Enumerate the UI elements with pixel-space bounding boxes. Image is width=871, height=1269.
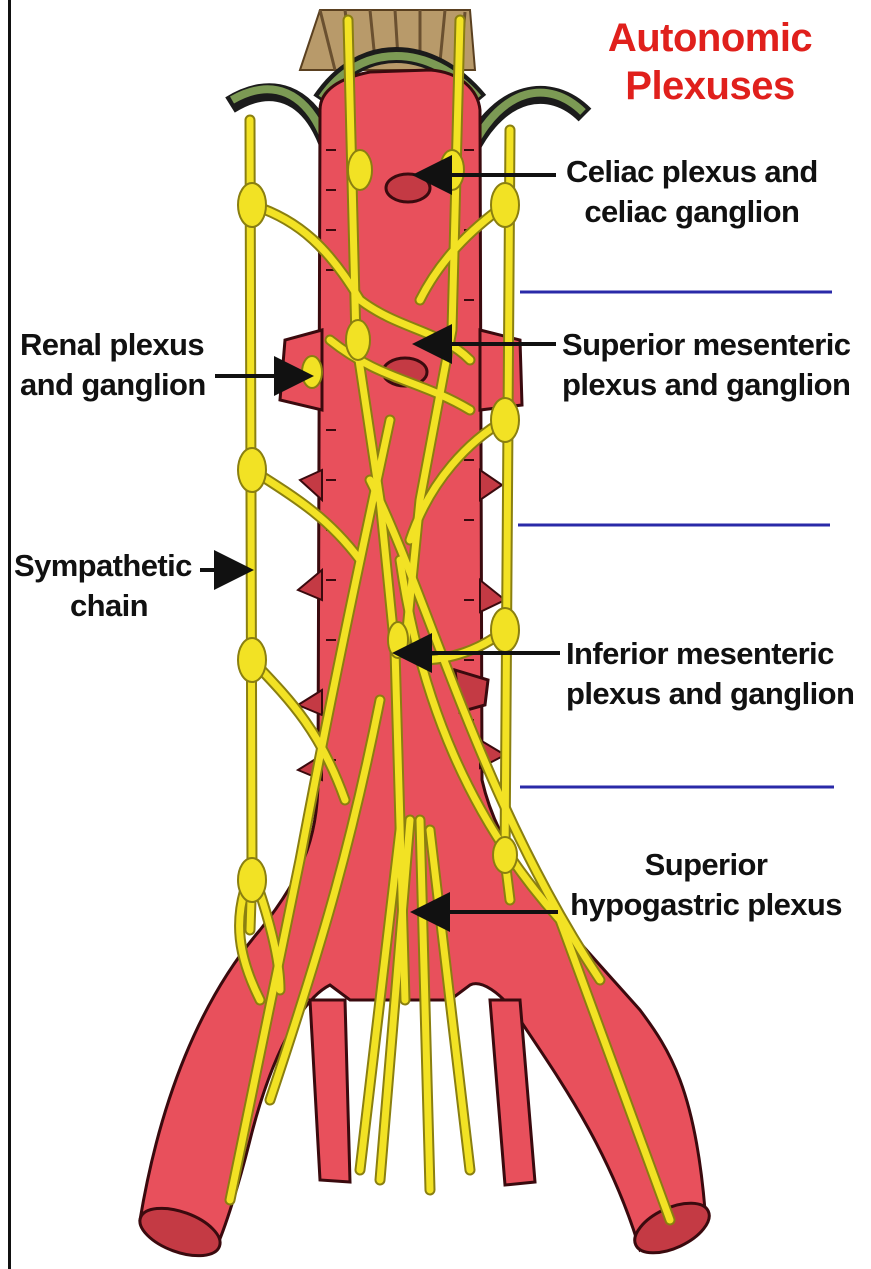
label-renal: Renal plexus and ganglion	[20, 325, 206, 405]
label-inferior-mesenteric-line-2: plexus and ganglion	[566, 674, 854, 714]
label-superior-mesenteric-line-1: Superior mesenteric	[562, 325, 850, 365]
label-sympathetic-chain: Sympathetic chain	[14, 546, 204, 626]
title-line-1: Autonomic	[560, 14, 860, 62]
label-hypogastric-line-2: hypogastric plexus	[566, 885, 846, 925]
label-superior-mesenteric: Superior mesenteric plexus and ganglion	[562, 325, 850, 405]
label-inferior-mesenteric-line-1: Inferior mesenteric	[566, 634, 854, 674]
label-renal-line-2: and ganglion	[20, 365, 206, 405]
label-renal-line-1: Renal plexus	[20, 325, 206, 365]
title-line-2: Plexuses	[560, 62, 860, 110]
label-celiac-line-2: celiac ganglion	[566, 192, 818, 232]
label-sympathetic-line-2: chain	[14, 586, 204, 626]
label-hypogastric: Superior hypogastric plexus	[566, 845, 846, 925]
label-celiac-line-1: Celiac plexus and	[566, 152, 818, 192]
label-hypogastric-line-1: Superior	[566, 845, 846, 885]
label-sympathetic-line-1: Sympathetic	[14, 546, 204, 586]
label-inferior-mesenteric: Inferior mesenteric plexus and ganglion	[566, 634, 854, 714]
diagram-title: Autonomic Plexuses	[560, 14, 860, 110]
label-superior-mesenteric-line-2: plexus and ganglion	[562, 365, 850, 405]
label-celiac: Celiac plexus and celiac ganglion	[566, 152, 818, 232]
